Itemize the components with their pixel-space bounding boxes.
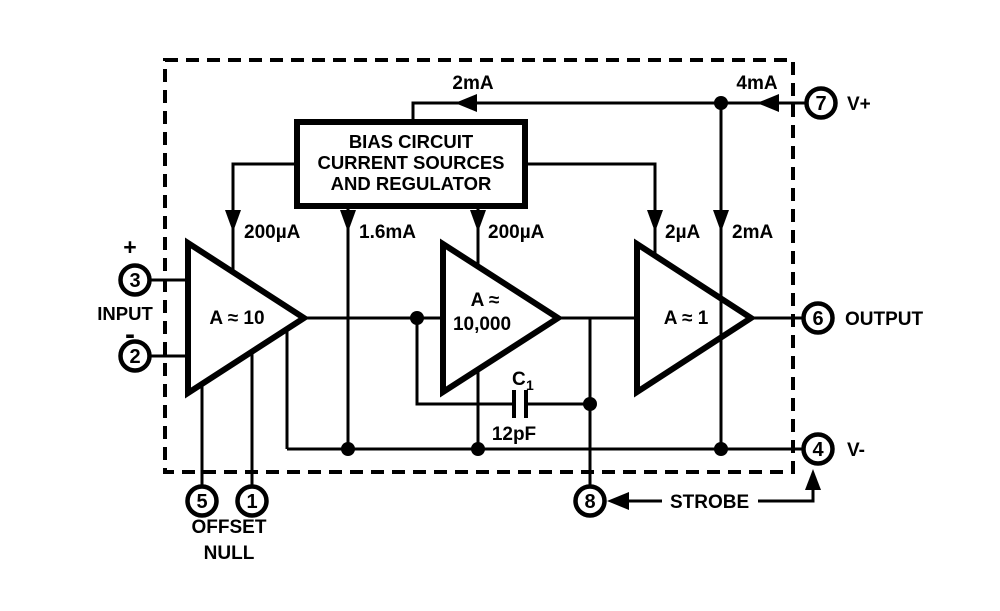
bias-box bbox=[294, 119, 528, 209]
junction-dot bbox=[341, 442, 355, 456]
output-label: OUTPUT bbox=[845, 309, 924, 330]
pin-3-plus-sign: + bbox=[123, 234, 136, 260]
pin-4: 4 V- bbox=[801, 432, 865, 466]
amp1-triangle bbox=[185, 237, 310, 399]
pin-3-circle bbox=[118, 263, 152, 297]
pin-7-circle bbox=[804, 86, 838, 120]
vminus-label: V- bbox=[847, 440, 865, 461]
strobe-arrow-left-icon bbox=[607, 492, 629, 510]
pin-2: - 2 bbox=[118, 318, 152, 373]
arrow-left-icon bbox=[455, 94, 477, 112]
arrow-down-icon bbox=[713, 210, 729, 232]
feedback-left-wire bbox=[415, 318, 514, 406]
pin-7: 7 V+ bbox=[804, 86, 871, 120]
pin-1-number: 1 bbox=[246, 491, 257, 513]
current-label-2ua: 2µA bbox=[665, 222, 701, 243]
ic-boundary-dashed-box bbox=[163, 58, 795, 474]
pin-4-number: 4 bbox=[812, 439, 824, 461]
strobe-label: STROBE bbox=[670, 492, 749, 513]
arrow-left-icon bbox=[757, 94, 779, 112]
offset-null-label-line1: OFFSET bbox=[192, 517, 267, 538]
arrow-down-icon bbox=[340, 210, 356, 232]
arrow-down-icon bbox=[647, 210, 663, 232]
strobe-right-wire bbox=[758, 486, 815, 503]
current-arrows bbox=[225, 94, 821, 510]
offset-null-label-line2: NULL bbox=[204, 543, 255, 564]
capacitor-value: 12pF bbox=[492, 424, 536, 445]
pin-4-circle bbox=[801, 432, 835, 466]
junction-dot bbox=[583, 397, 597, 411]
amp1-gain-label: A ≈ 10 bbox=[209, 308, 264, 329]
pin-6-circle bbox=[801, 301, 835, 335]
junction-dot bbox=[714, 442, 728, 456]
vplus-top-rail-wire bbox=[411, 101, 806, 124]
pin-3-number: 3 bbox=[129, 270, 140, 292]
current-label-200ua-amp2: 200µA bbox=[488, 222, 545, 243]
pin-1-circle bbox=[235, 484, 269, 518]
arrow-down-icon bbox=[470, 210, 486, 232]
strobe-arrow-up-icon bbox=[805, 469, 821, 490]
pin-8: 8 STROBE bbox=[573, 484, 749, 518]
junction-dot bbox=[714, 96, 728, 110]
amp2-gain-label-line1: A ≈ bbox=[471, 290, 500, 311]
pin-2-circle bbox=[118, 339, 152, 373]
pin-1: 1 bbox=[235, 484, 269, 518]
input-label: INPUT bbox=[97, 303, 153, 324]
current-label-2ma-right: 2mA bbox=[732, 222, 773, 243]
amp2-gain-label-line2: 10,000 bbox=[453, 314, 511, 335]
amp3-gain-label: A ≈ 1 bbox=[664, 308, 709, 329]
current-label-1p6ma: 1.6mA bbox=[359, 222, 416, 243]
current-label-200ua-amp1: 200µA bbox=[244, 222, 301, 243]
junction-dot bbox=[410, 311, 424, 325]
pin-8-circle bbox=[573, 484, 607, 518]
wires bbox=[150, 101, 815, 503]
pin-6: 6 OUTPUT bbox=[801, 301, 924, 335]
pin-2-minus-sign: - bbox=[125, 318, 135, 351]
junction-dot bbox=[471, 442, 485, 456]
capacitor-designator-subscript: 1 bbox=[526, 377, 534, 393]
arrow-down-icon bbox=[225, 210, 241, 232]
bias-box-label-line1: BIAS CIRCUIT bbox=[349, 131, 474, 152]
pin-2-number: 2 bbox=[129, 346, 140, 368]
junction-dots bbox=[341, 96, 728, 456]
capacitor-designator: C bbox=[512, 369, 526, 390]
pin-5: 5 bbox=[185, 484, 219, 518]
pin-5-circle bbox=[185, 484, 219, 518]
current-label-4ma: 4mA bbox=[736, 73, 777, 94]
pin-8-number: 8 bbox=[584, 491, 595, 513]
bias-box-label-line3: AND REGULATOR bbox=[331, 173, 492, 194]
pin-5-number: 5 bbox=[196, 491, 207, 513]
pin-6-number: 6 bbox=[812, 308, 823, 330]
bias-box-label-line2: CURRENT SOURCES bbox=[317, 152, 504, 173]
bias-to-amp1-wire bbox=[231, 162, 299, 280]
pin-7-label: V+ bbox=[847, 94, 871, 115]
pin-3: + 3 bbox=[118, 234, 152, 297]
current-label-2ma-top: 2mA bbox=[452, 73, 493, 94]
pin-7-number: 7 bbox=[815, 93, 826, 115]
